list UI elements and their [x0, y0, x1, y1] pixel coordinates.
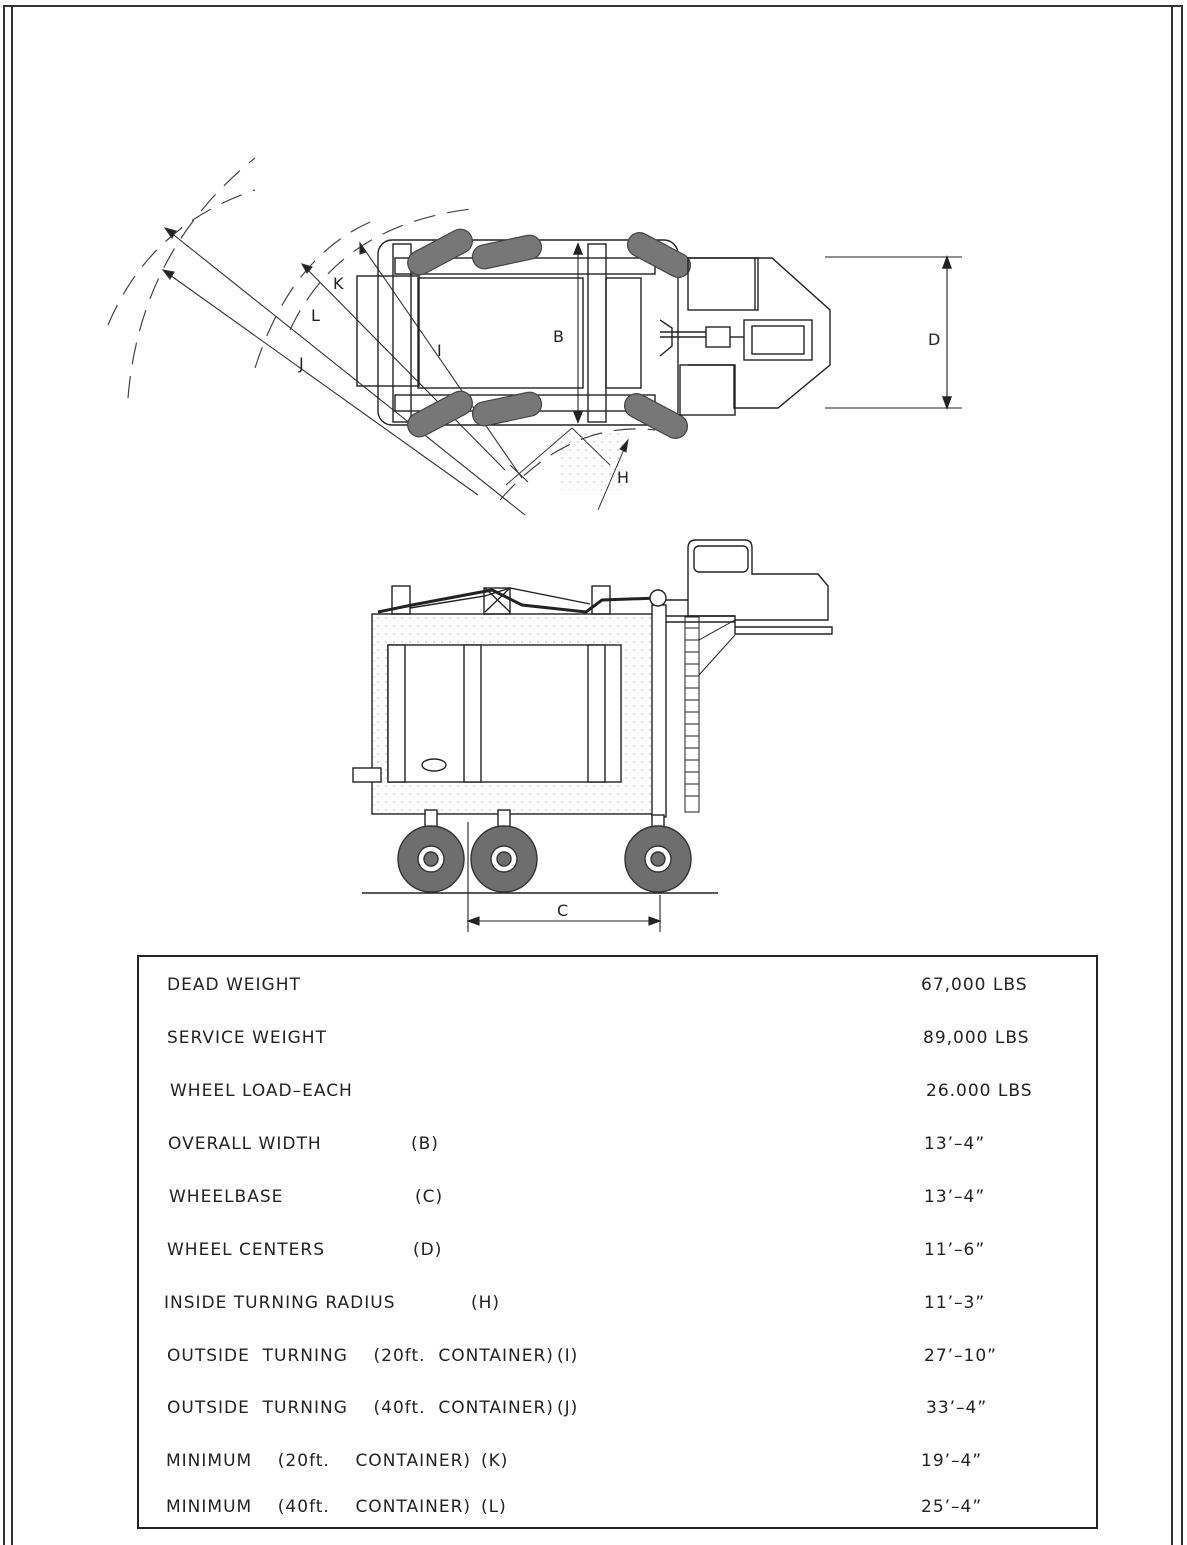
side-view	[352, 539, 833, 894]
spec-ref: (I)	[557, 1346, 579, 1366]
spec-label: OUTSIDE TURNING (40ft. CONTAINER)	[167, 1398, 554, 1418]
spec-ref: (J)	[557, 1398, 579, 1418]
label-B: B	[553, 327, 564, 346]
plan-rear-bumper	[356, 275, 420, 387]
side-cab	[666, 539, 833, 635]
spec-label: OVERALL WIDTH	[168, 1134, 322, 1154]
spec-row-dead-weight: DEAD WEIGHT 67,000 LBS	[139, 975, 1096, 1005]
plan-cab	[659, 257, 831, 416]
side-wheel	[624, 825, 692, 893]
plan-wheels	[407, 228, 692, 439]
label-I: I	[437, 341, 442, 360]
side-top-rigging	[377, 585, 659, 615]
spec-row-wheelbase: WHEELBASE (C) 13’–4”	[139, 1187, 1096, 1217]
spec-value: 19’–4”	[921, 1451, 983, 1471]
side-wheel	[470, 825, 538, 893]
side-wheels	[397, 825, 692, 893]
spec-table: DEAD WEIGHT 67,000 LBS SERVICE WEIGHT 89…	[137, 955, 1098, 1529]
spec-value: 25’–4”	[921, 1497, 983, 1517]
spec-row-wheel-centers: WHEEL CENTERS (D) 11’–6”	[139, 1240, 1096, 1270]
label-D: D	[928, 330, 940, 349]
spec-value: 11’–3”	[924, 1293, 986, 1313]
spec-label: WHEEL LOAD–EACH	[170, 1081, 353, 1101]
spec-label: INSIDE TURNING RADIUS	[164, 1293, 396, 1313]
label-J: J	[298, 354, 304, 373]
spec-ref: (D)	[413, 1240, 443, 1260]
spec-ref: (L)	[481, 1497, 507, 1517]
label-K: K	[333, 274, 344, 293]
spec-value: 26.000 LBS	[926, 1081, 1033, 1101]
dimension-C	[466, 822, 662, 932]
spec-ref: (C)	[415, 1187, 444, 1207]
spec-row-minimum-40ft: MINIMUM (40ft. CONTAINER) (L) 25’–4”	[139, 1497, 1096, 1527]
spec-row-inside-turning-radius: INSIDE TURNING RADIUS (H) 11’–3”	[139, 1293, 1096, 1323]
spec-label: SERVICE WEIGHT	[167, 1028, 327, 1048]
label-L: L	[311, 306, 320, 325]
spec-label: MINIMUM (20ft. CONTAINER)	[166, 1451, 472, 1471]
radius-dimension-lines	[161, 227, 529, 516]
frame-inner-border	[11, 5, 1173, 1545]
plan-view	[107, 157, 962, 516]
frame-outer-border	[3, 5, 1183, 1545]
technical-drawing: B D H I J K L	[107, 157, 962, 932]
spec-ref: (B)	[411, 1134, 439, 1154]
side-wheel	[397, 825, 465, 893]
spec-value: 89,000 LBS	[923, 1028, 1030, 1048]
spec-row-outside-turning-40ft: OUTSIDE TURNING (40ft. CONTAINER) (J) 33…	[139, 1398, 1096, 1428]
turning-radius-arcs	[107, 157, 656, 501]
spec-value: 27’–10”	[924, 1346, 997, 1366]
spec-label: WHEEL CENTERS	[167, 1240, 326, 1260]
spec-value: 67,000 LBS	[921, 975, 1028, 995]
spec-label: MINIMUM (40ft. CONTAINER)	[166, 1497, 472, 1517]
spec-label: OUTSIDE TURNING (20ft. CONTAINER)	[167, 1346, 554, 1366]
spec-row-minimum-20ft: MINIMUM (20ft. CONTAINER) (K) 19’–4”	[139, 1451, 1096, 1481]
spec-value: 13’–4”	[924, 1187, 986, 1207]
spec-ref: (K)	[481, 1451, 509, 1471]
spec-value: 11’–6”	[924, 1240, 986, 1260]
label-H: H	[617, 468, 629, 487]
spec-row-overall-width: OVERALL WIDTH (B) 13’–4”	[139, 1134, 1096, 1164]
spec-row-service-weight: SERVICE WEIGHT 89,000 LBS	[139, 1028, 1096, 1058]
spec-label: DEAD WEIGHT	[167, 975, 301, 995]
spec-value: 33’–4”	[926, 1398, 988, 1418]
side-ladder	[684, 616, 736, 813]
spec-value: 13’–4”	[924, 1134, 986, 1154]
label-C: C	[557, 901, 568, 920]
spec-ref: (H)	[471, 1293, 501, 1313]
spec-row-outside-turning-20ft: OUTSIDE TURNING (20ft. CONTAINER) (I) 27…	[139, 1346, 1096, 1376]
spec-row-wheel-load: WHEEL LOAD–EACH 26.000 LBS	[139, 1081, 1096, 1111]
spec-label: WHEELBASE	[169, 1187, 284, 1207]
